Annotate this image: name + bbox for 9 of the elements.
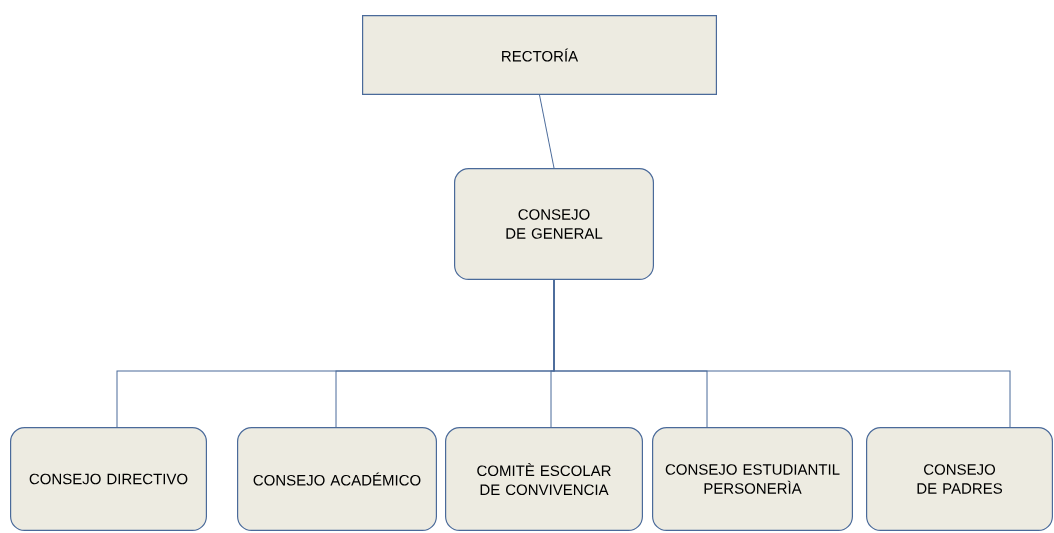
rounded-box: CONSEJO ESTUDIANTIL PERSONERÌA <box>652 427 853 531</box>
rounded-box: COMITÈ ESCOLAR DE CONVIVENCIA <box>445 427 643 531</box>
rectangle-box: RECTORÍA <box>362 15 717 95</box>
rounded-box: CONSEJO DIRECTIVO <box>10 427 207 531</box>
rounded-box: CONSEJO DE GENERAL <box>454 168 654 280</box>
rounded-box: CONSEJO DE PADRES <box>866 427 1053 531</box>
connector-line <box>539 94 555 169</box>
rounded-box: CONSEJO ACADÉMICO <box>237 427 437 531</box>
connector-line <box>553 279 1011 428</box>
